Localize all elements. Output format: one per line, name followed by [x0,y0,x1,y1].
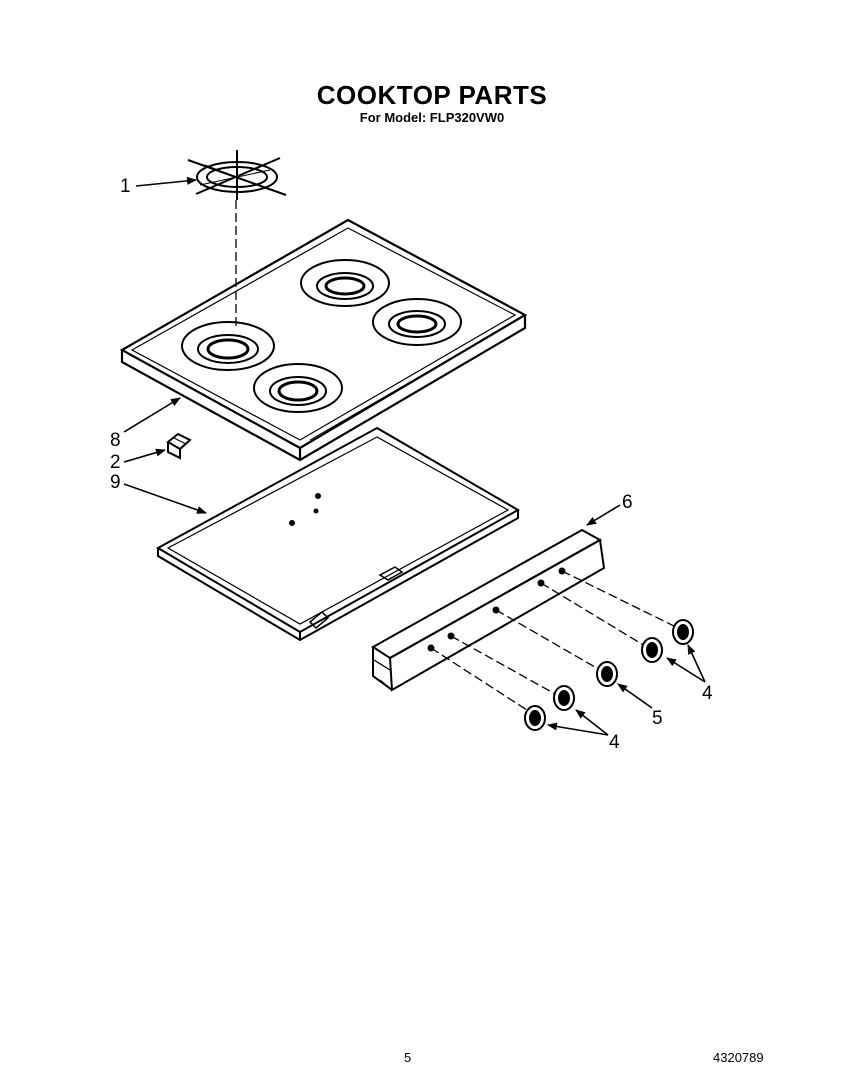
leader-4-left-a [547,722,609,736]
clip-part [166,432,192,460]
bottom-pan [155,426,521,642]
model-subtitle: For Model: FLP320VW0 [359,110,505,125]
burner-well-right-front [372,298,462,346]
leader-5 [617,683,653,709]
burner-well-right-rear [300,259,390,307]
leader-2 [123,448,166,463]
leader-9 [123,483,207,514]
callout-4-right: 4 [702,683,713,704]
knob-rear-right [672,619,694,645]
leader-4-left-b [575,709,609,736]
callout-1: 1 [120,176,131,197]
page-number: 5 [404,1050,412,1065]
knob-center [596,661,618,687]
leader-arrows [123,176,706,736]
callout-8: 8 [110,430,121,451]
callout-9: 9 [110,472,121,493]
knob-front-right [641,637,663,663]
callout-5: 5 [652,708,663,729]
leader-6 [586,504,621,526]
burner-well-left-front [253,363,343,413]
document-number: 4320789 [713,1050,764,1065]
page-title: COOKTOP PARTS [316,80,548,110]
burner-grate [187,150,287,200]
cooktop-panel [119,218,528,462]
leader-8 [123,397,181,433]
control-manifold-panel [371,528,606,692]
callout-6: 6 [622,492,633,513]
leader-4-right-b [687,644,706,683]
knob-rear-left [553,685,575,711]
knob-front-left [524,705,546,731]
callout-4-left: 4 [609,732,620,753]
callout-2: 2 [110,452,121,473]
burner-well-left-rear [181,321,275,371]
leader-1 [135,176,197,187]
leader-4-right-a [666,657,706,683]
knob-alignment-lines [430,570,677,713]
